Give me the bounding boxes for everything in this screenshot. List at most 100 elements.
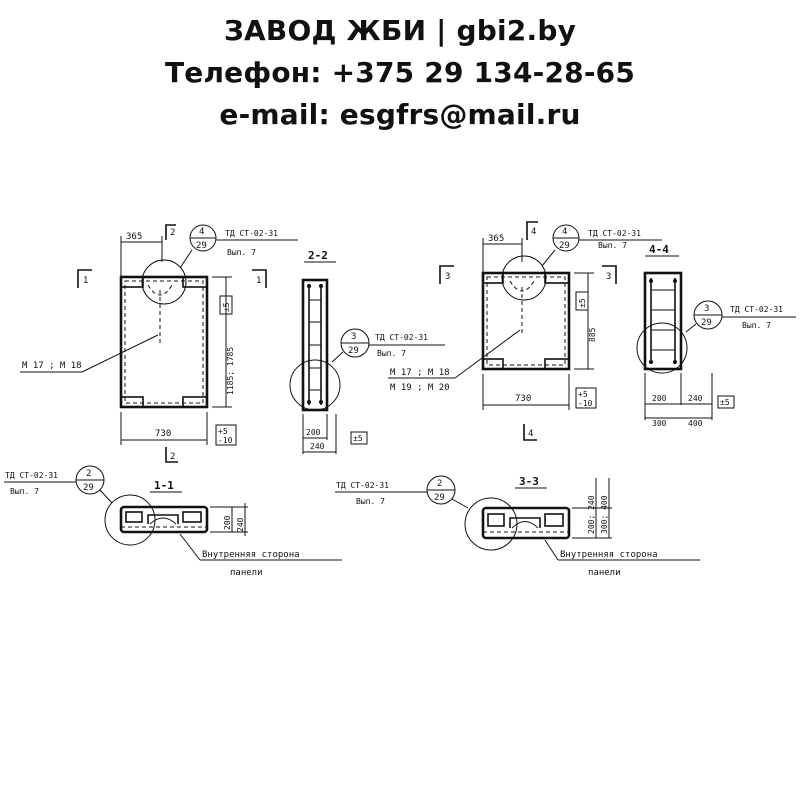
section-4-4-detail-circle: [636, 322, 688, 374]
section-3-3-note-line1: Внутренняя сторона: [560, 550, 658, 560]
right-dim-width: 730: [515, 394, 531, 404]
right-panel-detail-circle: [501, 255, 547, 301]
section-3-3-block: [487, 513, 505, 527]
cut-marker: [523, 424, 537, 441]
rebar-dot: [649, 360, 653, 364]
tolerance-box: [575, 387, 597, 409]
section-1-1-note-line2: панели: [230, 568, 263, 578]
left-callout-top-ref2: Вып. 7: [227, 248, 256, 257]
right-cut-side-right: 3: [606, 272, 611, 282]
right-callout-top-ref2: Вып. 7: [598, 241, 627, 250]
tolerance-box: [575, 291, 589, 311]
tolerance-box: [215, 424, 237, 446]
section-1-1: 1-1 2 29 ТД СТ-02-31 Вып. 7 200 240: [4, 465, 342, 578]
section-3-3: 3-3 2 29 ТД СТ-02-31 Вып. 7 200; 240: [335, 475, 700, 578]
right-panel-inner-dashed: [486, 276, 566, 366]
left-callout-top-ref: ТД СТ-02-31: [225, 229, 278, 238]
left-cut-side-left: 1: [83, 276, 88, 286]
right-panel-outline: [481, 271, 571, 371]
section-4-4-dim-200: 200: [652, 394, 667, 403]
left-panel-inner-dashed: [124, 280, 204, 404]
right-panel-lifting-loop: [509, 280, 535, 292]
section-1-1-detail-circle: [104, 494, 156, 546]
section-4-4-callout-num: 3: [704, 304, 709, 314]
section-4-4: 4-4 3 29 ТД СТ-02-31 Вып. 7: [636, 243, 796, 428]
left-tol-height: ±5: [222, 302, 231, 312]
section-2-2-callout-num: 3: [351, 332, 356, 342]
left-dim-width: 730: [155, 429, 171, 439]
header-phone: Телефон: +375 29 134-28-65: [164, 56, 636, 89]
section-4-4-title: 4-4: [649, 243, 669, 256]
contact-header: ЗАВОД ЖБИ | gbi2.by Телефон: +375 29 134…: [0, 10, 800, 136]
section-1-1-outline: [119, 505, 209, 534]
tolerance-box: [717, 395, 735, 409]
section-4-4-tol: ±5: [720, 398, 730, 407]
right-tol-width-plus: +5: [578, 390, 588, 399]
callout-leader: [685, 323, 697, 333]
section-1-1-callout-num: 2: [86, 469, 91, 479]
right-cut-side-left: 3: [445, 272, 450, 282]
rebar-dot: [307, 400, 311, 404]
cut-marker: [252, 269, 267, 288]
right-cut-bottom: 4: [528, 429, 533, 439]
left-leader-label: М 17 ; М 18: [22, 361, 82, 371]
cut-marker: [526, 221, 538, 240]
callout-leader: [179, 249, 193, 269]
left-tol-width-plus: +5: [218, 427, 228, 436]
right-panel-view: 365 4 4 29 ТД СТ-02-31 Вып. 7 3 3 ±5 885: [388, 221, 662, 441]
section-1-1-arc: [149, 517, 177, 525]
section-1-1-block: [182, 511, 202, 523]
left-panel-outline: [119, 275, 209, 409]
section-1-1-note-line1: Внутренняя сторона: [202, 550, 300, 560]
section-4-4-dim-300: 300: [652, 419, 667, 428]
left-panel-corner-block: [182, 396, 208, 408]
section-3-3-arc: [511, 521, 539, 529]
callout-leader: [99, 489, 113, 504]
leader-line: [179, 533, 201, 561]
section-1-1-dim-240: 240: [236, 517, 245, 532]
section-3-3-block: [544, 513, 564, 527]
left-cut-bottom: 2: [170, 452, 175, 462]
section-4-4-callout-ref: ТД СТ-02-31: [730, 305, 783, 314]
left-dim-height: 1185; 1785: [226, 347, 235, 395]
section-1-1-callout-ref: ТД СТ-02-31: [5, 471, 58, 480]
section-2-2-callout-ref: ТД СТ-02-31: [375, 333, 428, 342]
left-panel-corner-block: [120, 276, 144, 288]
right-callout-top-num: 4: [562, 227, 567, 237]
tolerance-box: [350, 431, 368, 445]
rebar-dot: [673, 360, 677, 364]
section-3-3-dim-right: 300; 400: [600, 495, 609, 534]
section-4-4-callout-ref2: Вып. 7: [742, 321, 771, 330]
header-company: ЗАВОД ЖБИ | gbi2.by: [223, 14, 577, 47]
rebar-dot: [673, 279, 677, 283]
section-2-2-title: 2-2: [308, 249, 328, 262]
section-3-3-callout-den: 29: [434, 493, 445, 503]
left-panel-lifting-loop: [147, 284, 173, 296]
section-1-1-callout-ref2: Вып. 7: [10, 487, 39, 496]
section-3-3-callout-ref: ТД СТ-02-31: [336, 481, 389, 490]
section-4-4-callout-den: 29: [701, 318, 712, 328]
right-panel-corner-block: [482, 272, 504, 284]
right-callout-top-den: 29: [559, 241, 570, 251]
leader-line: [81, 334, 159, 373]
cut-marker: [602, 265, 617, 284]
callout-leader: [451, 498, 469, 509]
left-cut-side-right: 1: [256, 276, 261, 286]
leader-line: [544, 539, 559, 561]
section-2-2-dim-outer: 240: [310, 442, 325, 451]
right-panel-corner-block: [544, 358, 570, 370]
left-callout-top-num: 4: [199, 227, 204, 237]
section-1-1-block: [125, 511, 143, 523]
cut-marker: [439, 265, 454, 284]
right-tol-height: ±5: [578, 298, 587, 308]
cut-marker: [77, 269, 92, 288]
section-3-3-lifting-loop: [509, 517, 541, 528]
rebar-dot: [307, 284, 311, 288]
left-cut-top: 2: [170, 228, 175, 238]
right-tol-width-minus: -10: [578, 399, 593, 408]
right-panel-corner-block: [482, 358, 504, 370]
section-3-3-callout-ref2: Вып. 7: [356, 497, 385, 506]
section-3-3-dim-left: 200; 240: [587, 495, 596, 534]
section-4-4-dim-240: 240: [688, 394, 703, 403]
